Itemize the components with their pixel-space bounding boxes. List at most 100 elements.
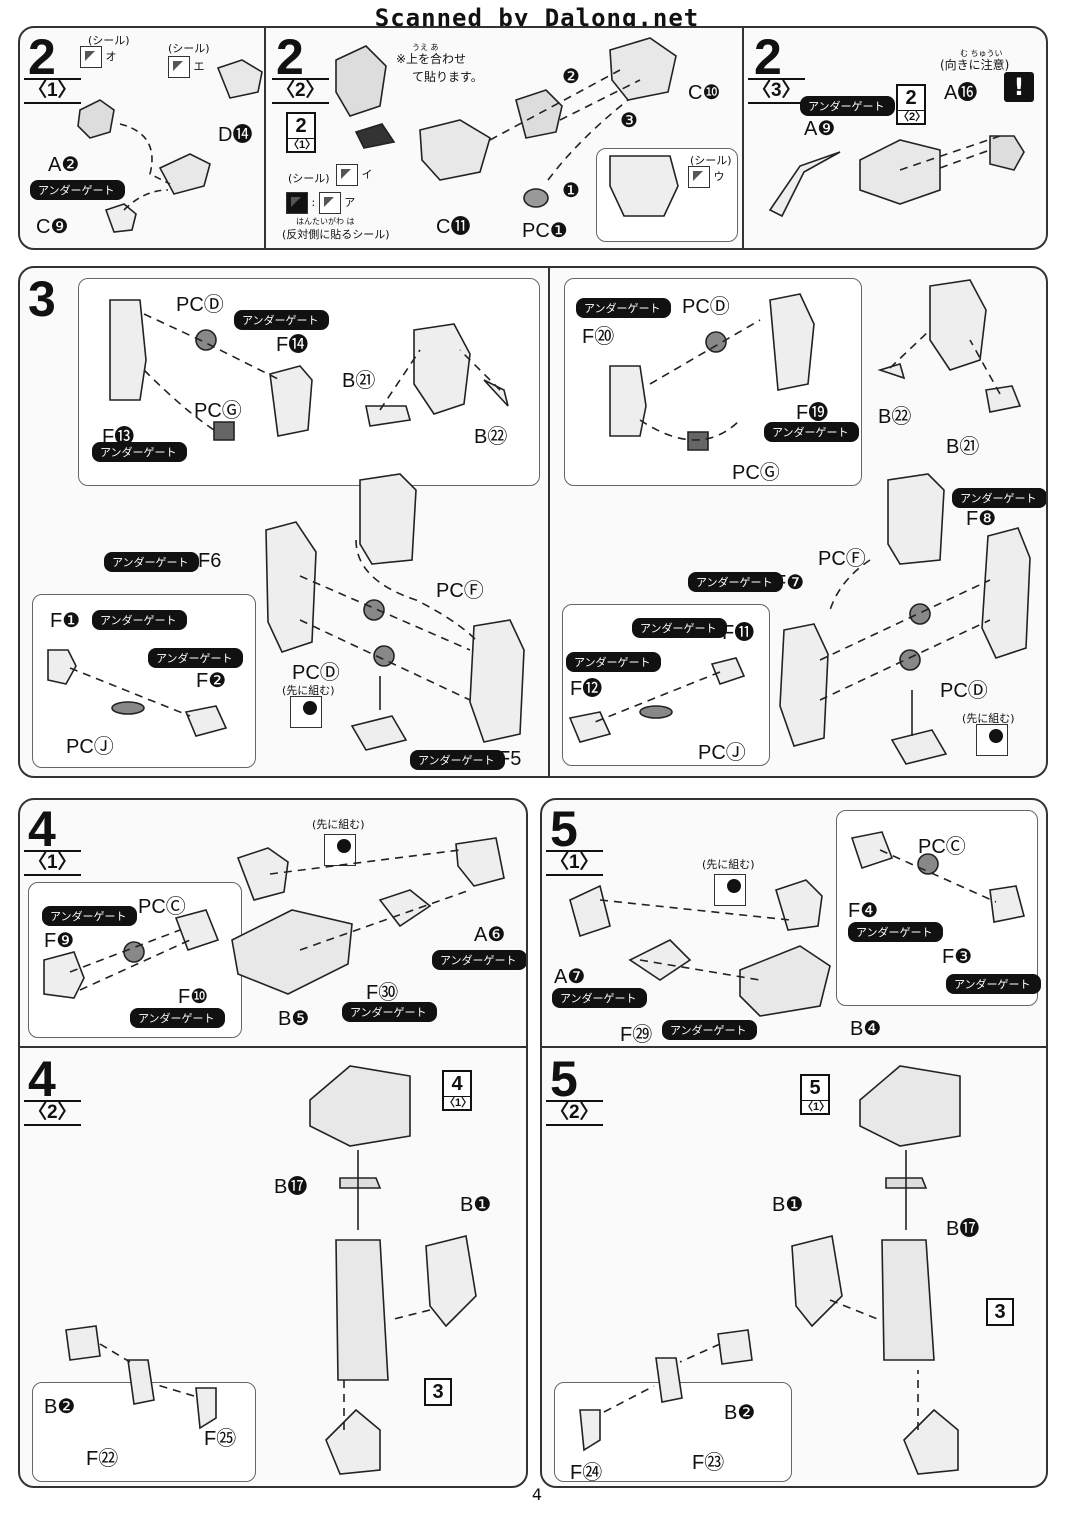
part-drawing bbox=[419, 119, 491, 181]
part-drawing bbox=[989, 135, 1025, 171]
sticker-i: イ bbox=[336, 164, 373, 186]
assembly-arrow bbox=[639, 419, 741, 441]
part-drawing bbox=[127, 1359, 155, 1405]
part-drawing bbox=[609, 155, 679, 217]
part-drawing bbox=[903, 1408, 959, 1475]
step-ref-2-2: 2〈2〉 bbox=[896, 84, 926, 125]
part-d14: D⓮ bbox=[218, 124, 253, 146]
under-gate-tag: アンダーゲート bbox=[130, 1008, 225, 1028]
part-f25: F㉕ bbox=[204, 1428, 237, 1450]
part-pcd: PCⒹ bbox=[682, 296, 730, 318]
pc-part-drawing bbox=[687, 431, 709, 451]
pc-part-drawing bbox=[917, 853, 939, 875]
divider bbox=[548, 268, 550, 776]
part-f10: F❿ bbox=[178, 986, 209, 1008]
part-drawing bbox=[47, 649, 77, 685]
part-drawing bbox=[981, 527, 1031, 659]
order-arrow-3: ❸ bbox=[620, 110, 638, 132]
part-drawing bbox=[710, 657, 746, 685]
under-gate-tag: アンダーゲート bbox=[104, 552, 199, 572]
part-f9: F❾ bbox=[44, 930, 75, 952]
caution-furigana: む ちゅうい bbox=[960, 49, 1003, 58]
step-number: 3 bbox=[28, 271, 56, 327]
step-ref-5-1: 5〈1〉 bbox=[800, 1074, 830, 1115]
substep-label: 〈1〉 bbox=[546, 850, 603, 876]
assembly-arrow bbox=[143, 369, 215, 431]
assembly-arrow bbox=[649, 319, 761, 385]
part-drawing bbox=[231, 909, 353, 995]
part-f1: F❶ bbox=[50, 610, 81, 632]
part-drawing bbox=[609, 365, 647, 437]
assembly-arrow bbox=[639, 959, 761, 981]
assembly-arrow bbox=[889, 329, 931, 369]
under-gate-tag: アンダーゲート bbox=[342, 1002, 437, 1022]
assembly-arrow bbox=[819, 619, 991, 701]
pre-assemble-icon bbox=[976, 724, 1008, 756]
step-number: 2 bbox=[28, 29, 56, 85]
seal-label: (シール) bbox=[288, 172, 330, 185]
part-b17: B⓱ bbox=[274, 1176, 308, 1198]
part-drawing bbox=[890, 729, 948, 765]
part-f7: F❼ bbox=[774, 572, 805, 594]
part-f12: F⓬ bbox=[570, 678, 603, 700]
assembly-arrow bbox=[299, 575, 471, 651]
part-f30: F㉚ bbox=[366, 982, 399, 1004]
pc-part-drawing bbox=[705, 331, 727, 353]
part-drawing bbox=[887, 473, 945, 565]
substep-label: 〈2〉 bbox=[546, 1100, 603, 1126]
align-note: ※上を合わせ bbox=[396, 52, 467, 66]
assembly-arrow bbox=[603, 1385, 655, 1413]
pre-assemble-label: (先に組む) bbox=[312, 818, 365, 831]
assembly-arrow bbox=[559, 79, 641, 121]
pc-part-drawing bbox=[523, 188, 549, 208]
divider bbox=[742, 28, 744, 248]
part-drawing bbox=[359, 473, 417, 565]
sticker-o: オ bbox=[80, 46, 117, 68]
part-a16: A⓰ bbox=[944, 82, 978, 104]
part-f22: F㉒ bbox=[86, 1448, 119, 1470]
part-b5: B❺ bbox=[278, 1008, 310, 1030]
sticker-icon bbox=[336, 164, 358, 186]
page-number: 4 bbox=[531, 1485, 543, 1504]
part-drawing bbox=[365, 405, 412, 427]
assembly-arrow bbox=[69, 667, 191, 717]
part-pcc: PCⒸ bbox=[918, 836, 966, 858]
part-drawing bbox=[929, 279, 987, 371]
part-drawing bbox=[339, 1177, 382, 1189]
step-ref-2-1: 2〈1〉 bbox=[286, 112, 316, 153]
part-drawing bbox=[717, 1329, 753, 1365]
seal-label: (シール) bbox=[88, 34, 130, 47]
part-drawing bbox=[265, 521, 317, 653]
pre-assemble-label: (先に組む) bbox=[282, 684, 335, 697]
part-drawing bbox=[354, 123, 396, 149]
part-drawing bbox=[579, 1409, 601, 1452]
part-a9: A❾ bbox=[804, 118, 836, 140]
under-gate-tag: アンダーゲート bbox=[632, 618, 727, 638]
step-number: 2 bbox=[754, 29, 782, 85]
part-drawing bbox=[350, 715, 408, 751]
part-b17: B⓱ bbox=[946, 1218, 980, 1240]
part-pcd: PCⒹ bbox=[940, 680, 988, 702]
part-drawing bbox=[775, 879, 823, 931]
part-a7: A❼ bbox=[554, 966, 586, 988]
part-c11: C⓫ bbox=[436, 216, 471, 238]
step-number: 2 bbox=[276, 29, 304, 85]
under-gate-tag: アンダーゲート bbox=[234, 310, 329, 330]
part-drawing bbox=[109, 299, 147, 401]
assembly-arrow bbox=[79, 939, 191, 991]
under-gate-tag: アンダーゲート bbox=[688, 572, 783, 592]
shoulder-joint-inset bbox=[32, 1382, 256, 1482]
part-drawing bbox=[850, 831, 894, 870]
part-drawing bbox=[779, 623, 829, 747]
part-f14: F⓮ bbox=[276, 334, 309, 356]
part-b22: B㉒ bbox=[474, 426, 508, 448]
seal-label: (シール) bbox=[690, 154, 732, 167]
part-drawing bbox=[158, 153, 211, 195]
assembly-arrow bbox=[829, 1299, 881, 1321]
part-f8: F❽ bbox=[966, 508, 997, 530]
part-f19: F⓳ bbox=[796, 402, 829, 424]
part-f3: F❸ bbox=[942, 946, 973, 968]
part-drawing bbox=[515, 89, 563, 139]
part-drawing bbox=[791, 1235, 843, 1328]
part-pcd: PCⒹ bbox=[176, 294, 224, 316]
